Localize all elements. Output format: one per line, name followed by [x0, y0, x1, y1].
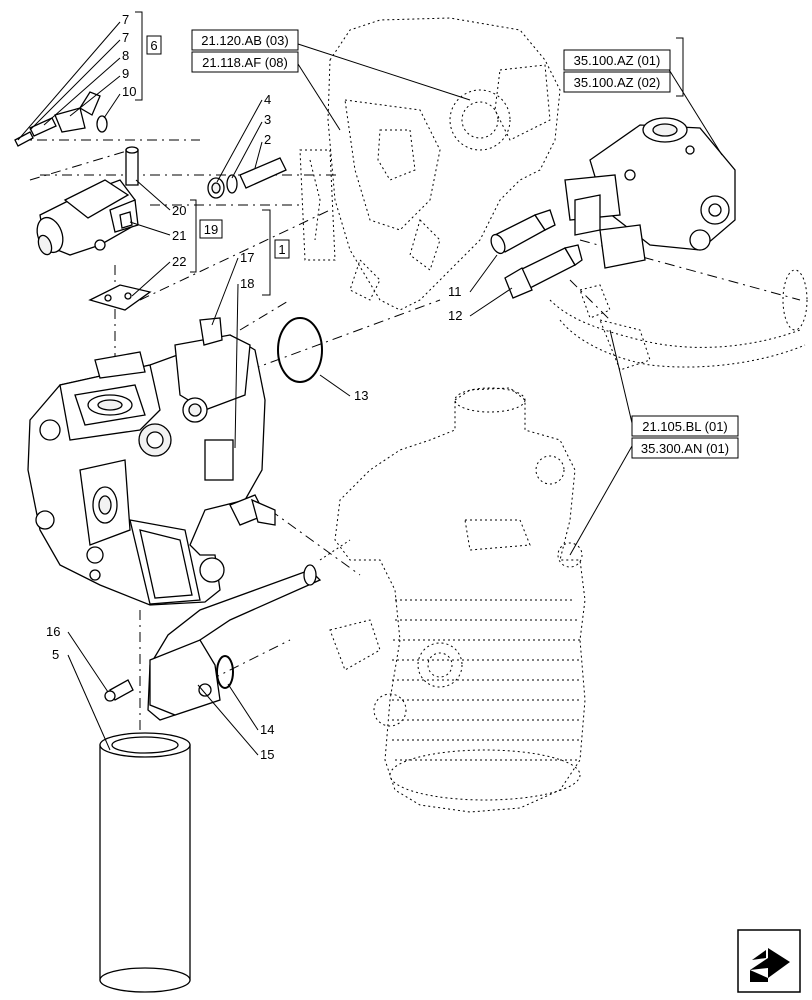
reference-box-35-100-az-02[interactable]: 35.100.AZ (02)	[563, 71, 671, 93]
callout-13: 13	[354, 388, 368, 403]
callout-7a: 7	[122, 12, 129, 27]
elbow-fitting-group	[14, 91, 108, 147]
callout-1: 1	[278, 242, 285, 257]
reference-label-35-100-az-02: 35.100.AZ (02)	[574, 75, 661, 90]
fitting-12	[504, 244, 583, 299]
filter-element-5	[99, 732, 191, 993]
ghost-hose-assembly	[549, 269, 808, 371]
reference-box-21-105-bl[interactable]: 21.105.BL (01)	[631, 415, 739, 437]
reference-label-21-120-ab: 21.120.AB (03)	[201, 33, 288, 48]
reference-label-21-118-af: 21.118.AF (08)	[202, 55, 288, 70]
callout-19: 19	[204, 222, 218, 237]
callout-11: 11	[448, 284, 462, 299]
callout-5: 5	[52, 647, 59, 662]
adapter-2-3-4	[207, 157, 287, 199]
callout-22: 22	[172, 254, 186, 269]
callout-10: 10	[122, 84, 136, 99]
callout-15: 15	[260, 747, 274, 762]
callout-numbers: 7 7 8 9 10 6 4 3 2 20 21 22 19 17 18 1 1…	[46, 12, 462, 762]
suction-tube-15	[147, 564, 322, 721]
callout-21: 21	[172, 228, 186, 243]
callout-18: 18	[240, 276, 254, 291]
gasket-22	[88, 284, 152, 311]
callout-12: 12	[448, 308, 462, 323]
callout-9: 9	[122, 66, 129, 81]
callout-box-1	[274, 239, 290, 259]
reference-label-35-300-an: 35.300.AN (01)	[641, 441, 729, 456]
plug-18	[229, 494, 276, 526]
screw-20	[125, 146, 139, 186]
reference-box-21-118-af[interactable]: 21.118.AF (08)	[191, 51, 299, 73]
callout-3: 3	[264, 112, 271, 127]
callout-8: 8	[122, 48, 129, 63]
fitting-11	[490, 209, 556, 255]
reference-label-35-100-az-01: 35.100.AZ (01)	[574, 53, 661, 68]
next-page-arrow-icon[interactable]	[737, 929, 801, 993]
hydraulic-pump	[27, 317, 266, 606]
reference-box-35-100-az-01[interactable]: 35.100.AZ (01)	[563, 49, 671, 71]
ghost-transmission-housing	[299, 17, 561, 311]
ghost-oil-filter-housing	[319, 387, 586, 813]
solenoid-valve-21	[36, 179, 139, 256]
callout-20: 20	[172, 203, 186, 218]
callout-16: 16	[46, 624, 60, 639]
reference-label-21-105-bl: 21.105.BL (01)	[642, 419, 728, 434]
control-valve	[564, 117, 736, 269]
callout-box-19	[199, 219, 223, 239]
callout-7b: 7	[122, 30, 129, 45]
reference-box-21-120-ab[interactable]: 21.120.AB (03)	[191, 29, 299, 51]
callout-2: 2	[264, 132, 271, 147]
leader-lines	[17, 11, 723, 756]
callout-box-6	[146, 35, 162, 55]
callout-17: 17	[240, 250, 254, 265]
reference-box-35-300-an[interactable]: 35.300.AN (01)	[631, 437, 739, 459]
o-ring-13	[277, 317, 323, 383]
callout-4: 4	[264, 92, 271, 107]
callout-14: 14	[260, 722, 274, 737]
callout-6: 6	[150, 38, 157, 53]
screw-16	[104, 679, 134, 702]
